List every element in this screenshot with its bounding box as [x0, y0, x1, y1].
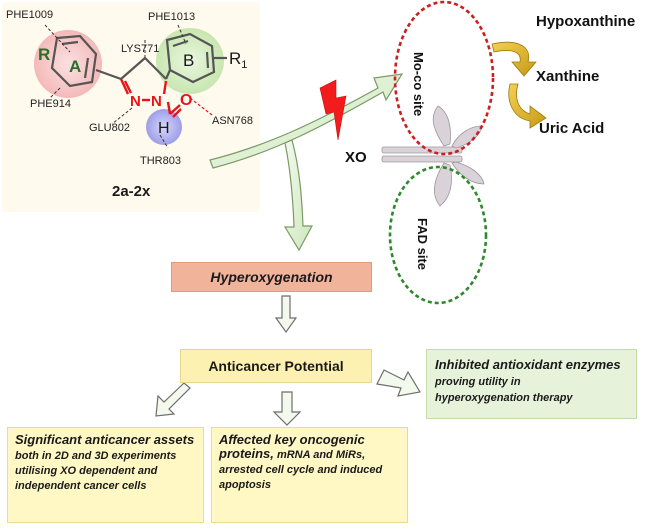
arrow-to-significant	[155, 382, 191, 417]
residue-phe1009: PHE1009	[6, 9, 53, 21]
inhibited-enzymes-box: Inhibited antioxidant enzymes proving ut…	[426, 349, 637, 419]
ring-a-sphere	[34, 30, 102, 98]
ring-a-label: A	[69, 57, 81, 76]
residue-phe914: PHE914	[30, 98, 71, 110]
significant-bold-text: Significant anticancer assets	[15, 432, 195, 447]
residue-glu802: GLU802	[89, 122, 130, 134]
interaction-lines	[44, 24, 187, 149]
residue-asn768: ASN768	[212, 115, 253, 127]
product-xanthine: Xanthine	[536, 68, 599, 85]
arrow-to-moco-site	[209, 73, 404, 169]
arrow-hypoxanthine-to-xanthine	[491, 41, 537, 77]
significant-anticancer-box: Significant anticancer assets both in 2D…	[7, 427, 204, 523]
arrow-to-hyperoxygenation	[283, 139, 314, 252]
fad-site-outline	[388, 165, 488, 305]
lightning-bolt-icon	[319, 79, 347, 141]
xo-label: XO	[345, 149, 367, 166]
nitrogen-2: N	[151, 93, 162, 110]
h-sphere	[146, 109, 182, 145]
fad-site-label: FAD site	[415, 218, 430, 270]
affected-bold-text-1: Affected key oncogenic proteins,	[219, 432, 365, 461]
moco-site-outline	[393, 0, 495, 156]
anticancer-potential-box: Anticancer Potential	[180, 349, 372, 383]
hyperoxygenation-box: Hyperoxygenation	[171, 262, 372, 292]
oxygen-label: O	[180, 92, 192, 109]
pyrazoline-n-bonds	[119, 78, 182, 118]
residue-thr803: THR803	[140, 155, 181, 167]
substituent-r: R	[38, 45, 50, 64]
phenyl-ring-a	[50, 34, 122, 88]
substituent-r1: R1	[229, 49, 247, 71]
arrow-to-affected	[272, 391, 302, 426]
product-hypoxanthine: Hypoxanthine	[536, 13, 635, 30]
affected-rest-text: arrested cell cycle and induced apoptosi…	[219, 464, 383, 491]
arrow-xanthine-to-uric-acid	[508, 83, 547, 129]
hyperoxygenation-label: Hyperoxygenation	[210, 269, 333, 285]
inhibited-rest-1: proving utility in	[435, 376, 521, 388]
moco-site-label: Mo-co site	[411, 52, 426, 116]
pyrazoline-core	[120, 57, 172, 80]
arrow-hyper-to-anticancer	[274, 295, 298, 334]
residue-lys771: LYS771	[121, 43, 159, 55]
anticancer-potential-label: Anticancer Potential	[208, 358, 344, 374]
product-uric-acid: Uric Acid	[539, 120, 604, 137]
inhibited-bold-text: Inhibited antioxidant enzymes	[435, 357, 621, 372]
affected-bold-text-2: mRNA and MiRs,	[273, 449, 366, 461]
ring-b-label: B	[183, 51, 194, 70]
arrow-to-inhibited	[376, 369, 421, 397]
hydrogen-label: H	[158, 120, 170, 137]
nitrogen-1: N	[130, 93, 141, 110]
inhibited-rest-2: hyperoxygenation therapy	[435, 392, 573, 404]
residue-phe1013: PHE1013	[148, 11, 195, 23]
affected-proteins-box: Affected key oncogenic proteins, mRNA an…	[211, 427, 408, 523]
significant-rest-text: both in 2D and 3D experiments utilising …	[15, 450, 177, 492]
xo-enzyme-glyph	[381, 105, 485, 207]
compound-series-label: 2a-2x	[112, 183, 151, 200]
